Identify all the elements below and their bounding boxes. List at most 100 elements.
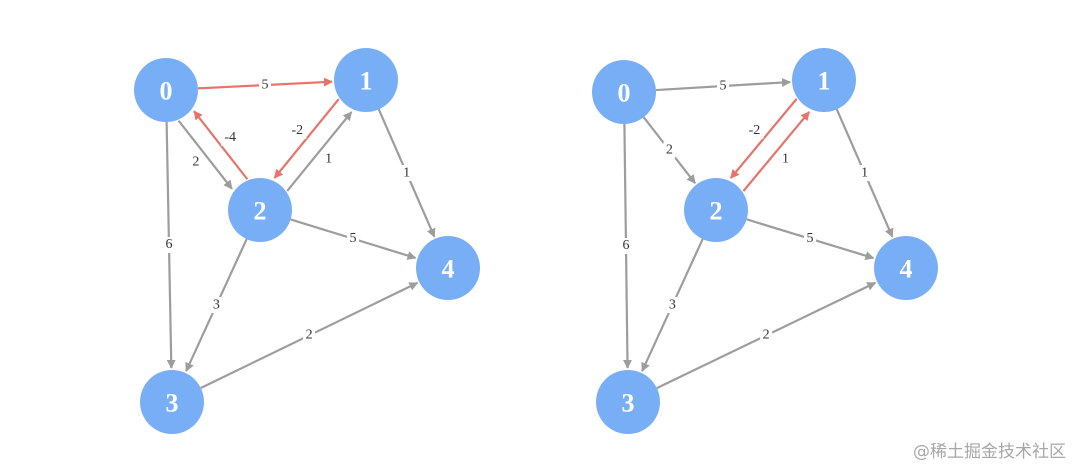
edge-2-1: 1 bbox=[742, 111, 811, 192]
edge-0-1: 5 bbox=[197, 77, 333, 94]
edge-3-4: 2 bbox=[200, 281, 419, 390]
node-3: 3 bbox=[596, 370, 660, 434]
edge-1-2: -2 bbox=[273, 98, 340, 179]
edge-weight-label: -2 bbox=[292, 123, 304, 138]
node-label: 2 bbox=[710, 197, 723, 226]
edge-layer: 5 2 6 -2 1 -4 1 3 5 2 bbox=[162, 77, 436, 390]
edge-label-bg bbox=[666, 297, 679, 314]
edge-label-bg bbox=[745, 122, 764, 139]
edge-weight-label: 2 bbox=[306, 328, 313, 343]
edge-weight-label: 3 bbox=[213, 297, 220, 312]
edge-0-1: 5 bbox=[655, 78, 791, 95]
node-layer: 0 1 2 3 4 bbox=[134, 48, 480, 434]
node-label: 2 bbox=[254, 197, 267, 226]
edge-label-bg bbox=[760, 327, 773, 344]
node-0: 0 bbox=[134, 58, 198, 122]
edge-label-bg bbox=[619, 238, 632, 255]
edge-label-bg bbox=[663, 142, 676, 159]
edge-weight-label: 5 bbox=[720, 78, 727, 93]
node-label: 3 bbox=[622, 389, 635, 418]
edge-1-2: -2 bbox=[729, 98, 798, 179]
node-2: 2 bbox=[684, 178, 748, 242]
edge-layer: 5 2 6 -2 1 1 3 5 2 bbox=[619, 78, 894, 390]
edge-weight-label: -4 bbox=[224, 130, 236, 145]
edge-2-0: -4 bbox=[193, 110, 249, 180]
node-0: 0 bbox=[592, 60, 656, 124]
edge-0-3: 6 bbox=[162, 121, 176, 369]
edge-label-bg bbox=[162, 237, 175, 254]
edge-weight-label: -2 bbox=[749, 123, 761, 138]
edge-line bbox=[177, 120, 233, 190]
edge-weight-label: 6 bbox=[622, 238, 629, 253]
node-label: 4 bbox=[442, 255, 455, 284]
edge-2-4: 5 bbox=[746, 218, 875, 261]
edge-weight-label: 3 bbox=[669, 297, 676, 312]
edge-0-2: 2 bbox=[642, 116, 696, 184]
edge-weight-label: 5 bbox=[807, 231, 814, 246]
edge-label-bg bbox=[400, 165, 413, 182]
node-circle bbox=[792, 48, 856, 112]
edge-label-bg bbox=[189, 154, 202, 171]
edge-1-4: 1 bbox=[835, 108, 894, 238]
node-label: 1 bbox=[818, 67, 831, 96]
edge-label-bg bbox=[347, 230, 360, 247]
node-circle bbox=[596, 370, 660, 434]
node-4: 4 bbox=[874, 236, 938, 300]
node-circle bbox=[334, 48, 398, 112]
edge-0-2: 2 bbox=[177, 120, 233, 190]
edge-label-bg bbox=[858, 165, 871, 182]
node-circle bbox=[684, 178, 748, 242]
node-1: 1 bbox=[792, 48, 856, 112]
graph-left: 5 2 6 -2 1 -4 1 3 5 2 0 1 2 3 4 bbox=[134, 48, 480, 434]
edge-weight-label: 1 bbox=[325, 151, 332, 166]
graph-right: 5 2 6 -2 1 1 3 5 2 0 1 2 3 4 bbox=[592, 48, 938, 434]
edge-label-bg bbox=[717, 78, 730, 95]
edge-weight-label: 1 bbox=[782, 151, 789, 166]
edge-weight-label: 1 bbox=[403, 165, 410, 180]
edge-weight-label: 2 bbox=[666, 142, 673, 157]
edge-2-4: 5 bbox=[290, 218, 417, 260]
node-1: 1 bbox=[334, 48, 398, 112]
edge-weight-label: 2 bbox=[192, 154, 199, 169]
edge-label-bg bbox=[259, 77, 272, 94]
node-4: 4 bbox=[416, 236, 480, 300]
edge-3-4: 2 bbox=[656, 281, 877, 390]
edge-label-bg bbox=[288, 122, 307, 139]
node-circle bbox=[874, 236, 938, 300]
node-circle bbox=[140, 370, 204, 434]
edge-line bbox=[193, 110, 249, 180]
node-circle bbox=[416, 236, 480, 300]
edge-weight-label: 2 bbox=[763, 328, 770, 343]
edge-2-3: 3 bbox=[641, 238, 704, 372]
node-circle bbox=[134, 58, 198, 122]
node-2: 2 bbox=[228, 178, 292, 242]
node-label: 4 bbox=[900, 255, 913, 284]
edge-2-1: 1 bbox=[286, 111, 353, 192]
edge-line bbox=[742, 111, 811, 192]
edge-line bbox=[273, 98, 340, 179]
edge-2-3: 3 bbox=[185, 238, 248, 372]
node-circle bbox=[592, 60, 656, 124]
edge-label-bg bbox=[804, 230, 817, 247]
node-layer: 0 1 2 3 4 bbox=[592, 48, 938, 434]
node-3: 3 bbox=[140, 370, 204, 434]
edge-weight-label: 1 bbox=[861, 165, 868, 180]
node-label: 1 bbox=[360, 67, 373, 96]
edge-0-3: 6 bbox=[619, 123, 632, 369]
edge-label-bg bbox=[210, 297, 223, 314]
watermark-text: @稀土掘金技术社区 bbox=[913, 442, 1066, 462]
node-label: 3 bbox=[166, 389, 179, 418]
edge-label-bg bbox=[221, 129, 240, 146]
edge-1-4: 1 bbox=[377, 108, 436, 238]
edge-weight-label: 6 bbox=[165, 237, 172, 252]
edge-weight-label: 5 bbox=[262, 77, 269, 92]
edge-label-bg bbox=[779, 151, 792, 168]
node-circle bbox=[228, 178, 292, 242]
edge-weight-label: 5 bbox=[350, 231, 357, 246]
node-label: 0 bbox=[160, 77, 173, 106]
edge-line bbox=[729, 98, 798, 179]
edge-label-bg bbox=[322, 151, 335, 168]
edge-line bbox=[286, 111, 353, 192]
edge-label-bg bbox=[303, 327, 316, 344]
